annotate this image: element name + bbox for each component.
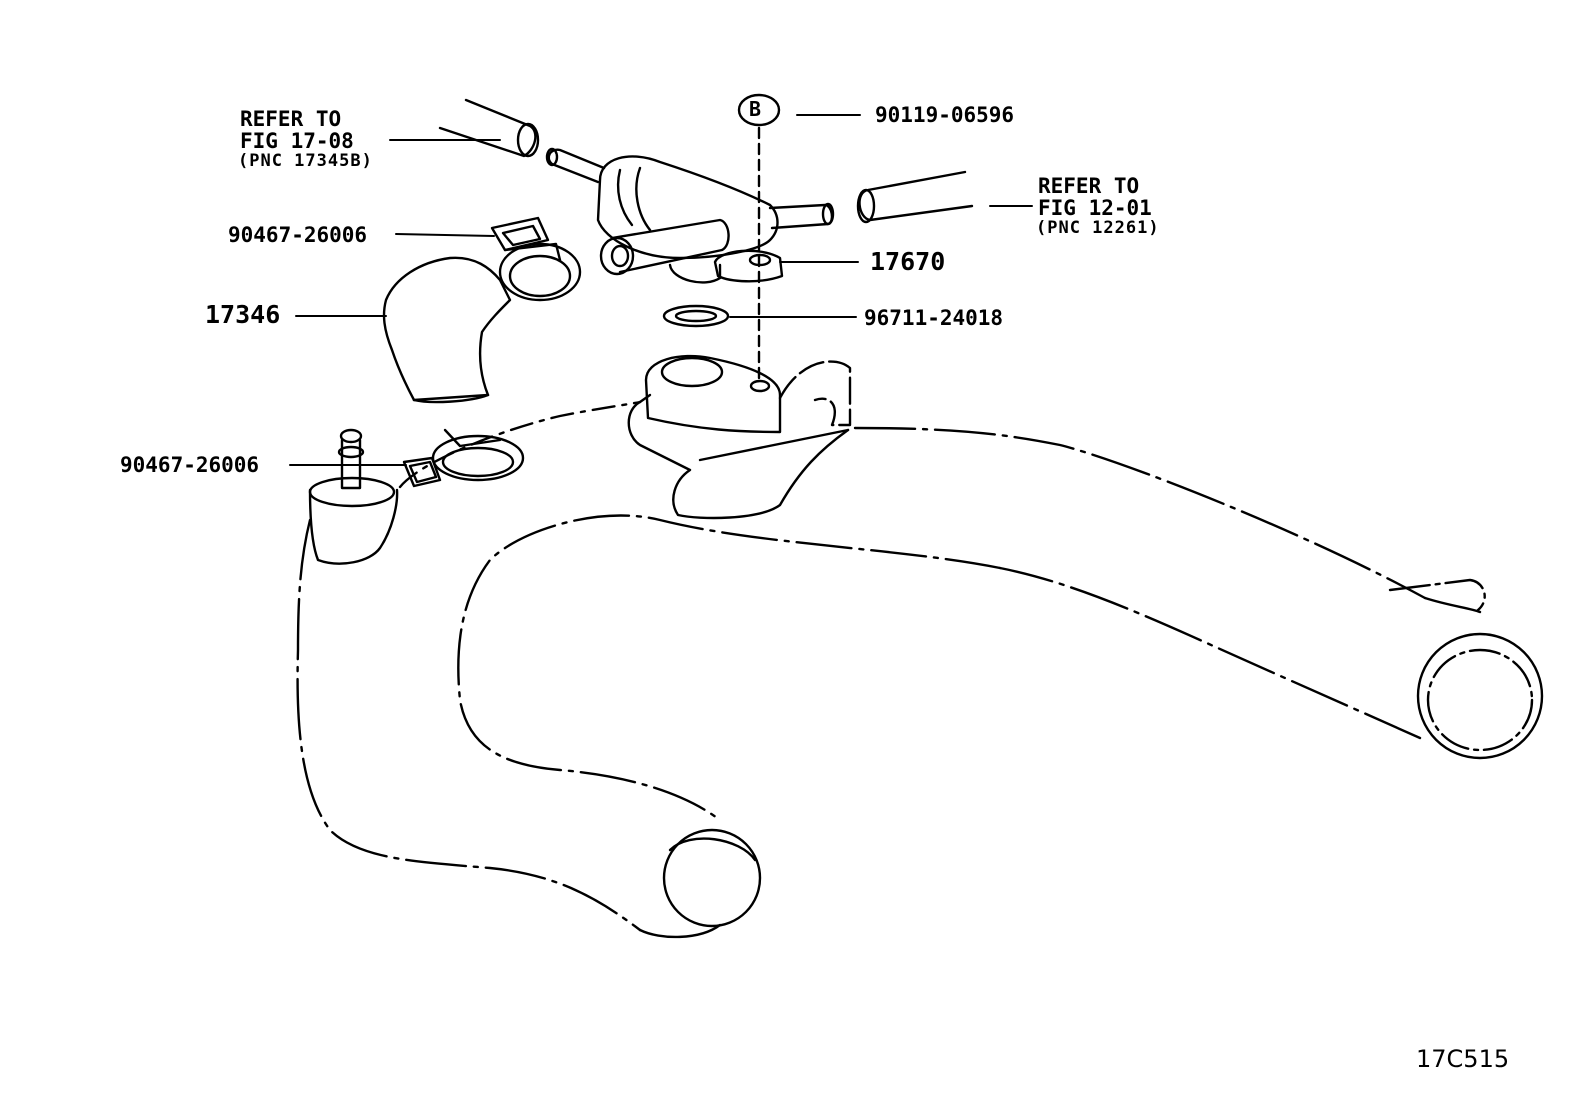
refer-pipe-left (440, 100, 538, 156)
pipe-nipple-left (339, 430, 363, 488)
part-number-96711-24018: 96711-24018 (864, 306, 1004, 330)
refer-fig-1708-line1: REFER TO (240, 107, 342, 131)
part-number-90119-06596: 90119-06596 (875, 103, 1015, 127)
part-number-17670: 17670 (870, 247, 946, 276)
hose-clamp-lower (404, 430, 523, 486)
pipe-outlet-right (1418, 634, 1542, 758)
hose-clamp-upper (492, 218, 580, 300)
refer-fig-1201-pnc: (PNC 12261) (1036, 218, 1160, 238)
part-number-90467-26006-lower: 90467-26006 (120, 453, 260, 477)
refer-fig-1708-pnc: (PNC 17345B) (238, 151, 373, 171)
housing-mounting-pad (646, 356, 850, 432)
refer-fig-1708-line2: FIG 17-08 (240, 129, 354, 153)
bolt-marker-b (739, 95, 779, 380)
refer-pipe-right (858, 172, 972, 222)
part-number-90467-26006-upper: 90467-26006 (228, 223, 368, 247)
water-inlet-housing-17670 (547, 149, 833, 282)
gasket-96711 (664, 306, 728, 326)
refer-fig-1201-line1: REFER TO (1038, 174, 1140, 198)
hose-17346 (384, 258, 510, 402)
leader-lines (290, 115, 1032, 465)
figure-id: 17C515 (1416, 1045, 1510, 1073)
pipe-outlet-lower (664, 830, 760, 926)
bolt-marker-letter: B (749, 97, 762, 121)
refer-fig-1201-line2: FIG 12-01 (1038, 196, 1152, 220)
part-number-17346: 17346 (205, 300, 281, 329)
main-pipe-outline (298, 395, 1542, 937)
